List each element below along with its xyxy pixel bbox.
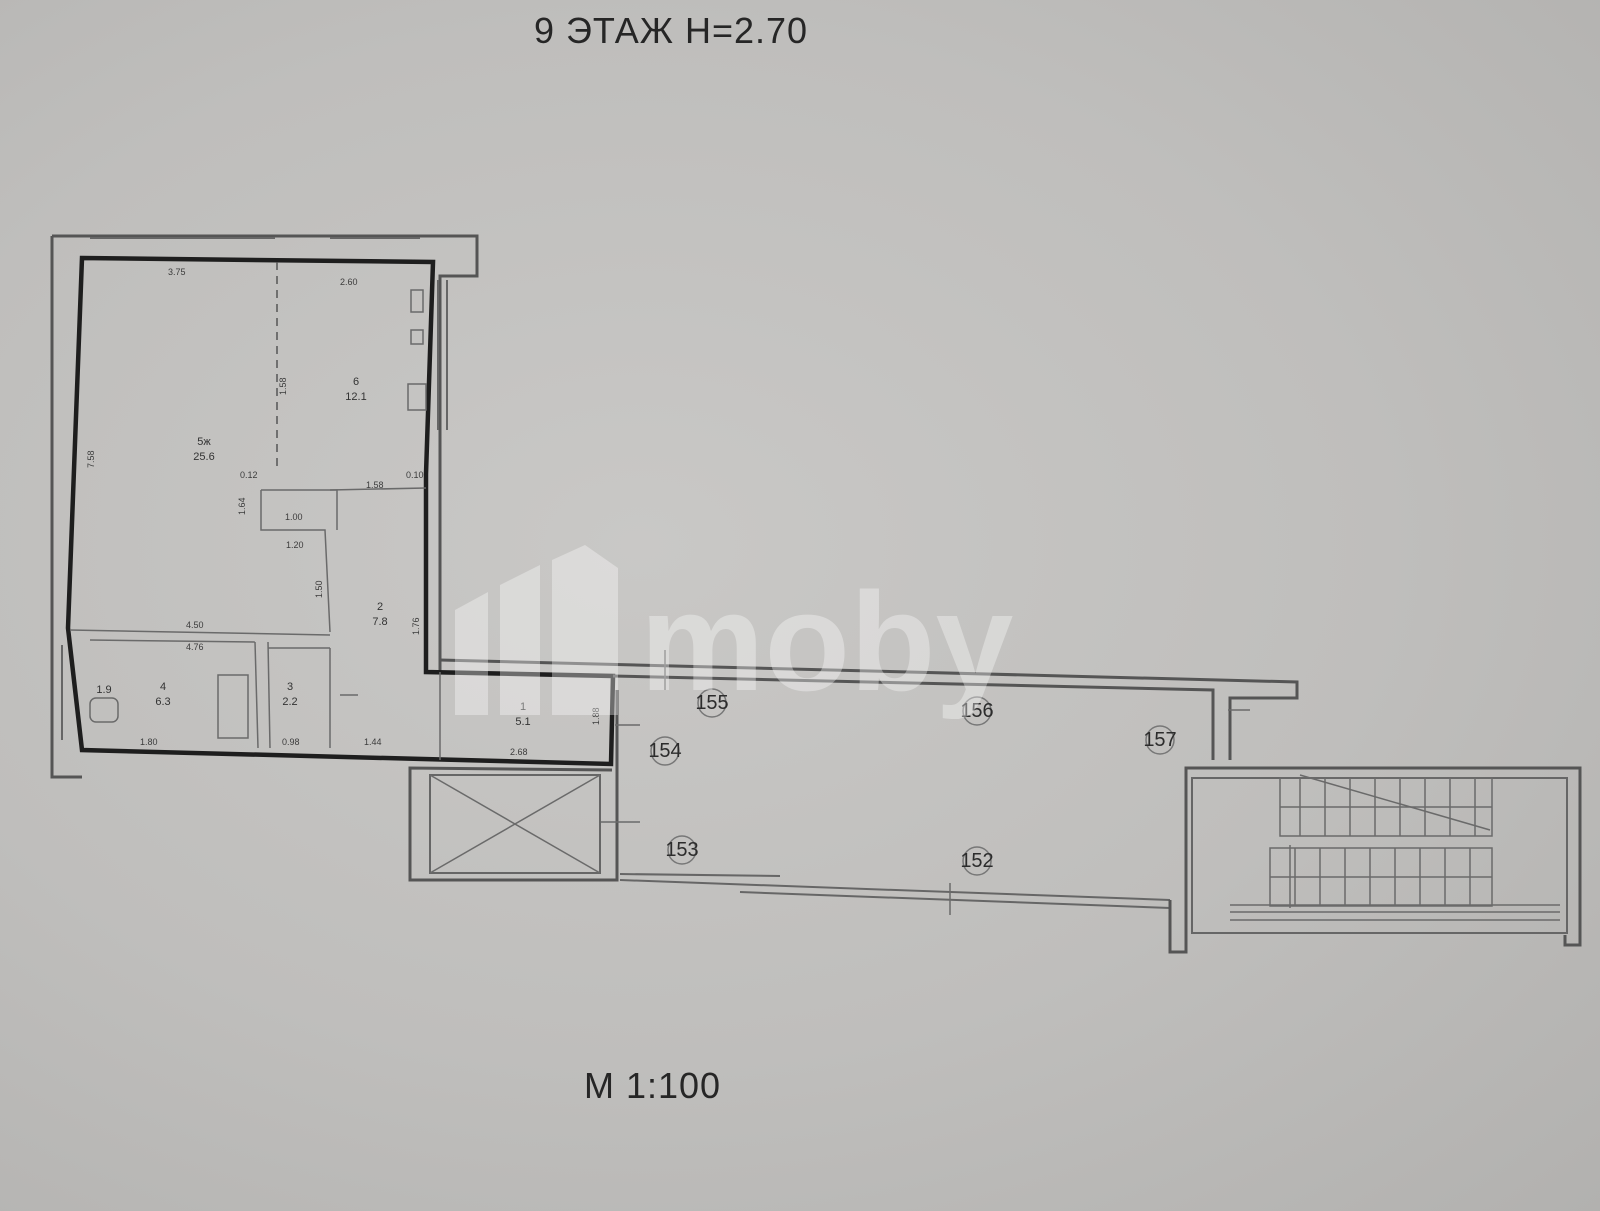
cell-marker bbox=[650, 736, 680, 766]
room-number: 1 bbox=[520, 701, 526, 713]
room-area: 12.1 bbox=[345, 391, 366, 403]
dimension-label: 1.50 bbox=[314, 580, 324, 598]
dimension-label: 1.80 bbox=[140, 737, 158, 747]
cell-number: 156 bbox=[960, 700, 993, 722]
dimension-label: 1.76 bbox=[411, 617, 421, 635]
room-number: 3 bbox=[287, 681, 293, 693]
cell-number: 154 bbox=[648, 740, 681, 762]
cell-marker bbox=[697, 688, 727, 718]
cell-markers: 155 156 157 154 153 152 bbox=[648, 688, 1177, 876]
room-area: 2.2 bbox=[282, 696, 297, 708]
cell-marker bbox=[962, 846, 992, 876]
cell-number: 152 bbox=[960, 850, 993, 872]
dimension-label: 1.58 bbox=[278, 377, 288, 395]
dimension-label: 3.75 bbox=[168, 267, 186, 277]
floor-title: 9 ЭТАЖ Н=2.70 bbox=[534, 10, 808, 51]
room-area: 25.6 bbox=[193, 451, 214, 463]
dimension-label: 2.60 bbox=[340, 277, 358, 287]
moby-watermark: moby bbox=[455, 545, 1014, 720]
cell-number: 155 bbox=[695, 692, 728, 714]
room-number: 5ж bbox=[197, 436, 211, 448]
building-walls bbox=[50, 234, 479, 779]
dimension-label: 1.44 bbox=[364, 737, 382, 747]
dimension-label: 7.58 bbox=[86, 450, 96, 468]
room-labels: 5ж 25.6 6 12.1 2 7.8 4 6.3 3 2.2 1 5.1 1… bbox=[96, 376, 530, 728]
cell-number: 153 bbox=[665, 839, 698, 861]
dimension-label: 1.58 bbox=[366, 480, 384, 490]
room-area: 7.8 bbox=[372, 616, 387, 628]
room-area: 5.1 bbox=[515, 716, 530, 728]
dimension-label: 1.64 bbox=[237, 497, 247, 515]
room-number: 6 bbox=[353, 376, 359, 388]
dimension-label: 1.00 bbox=[285, 512, 303, 522]
drawing-scale: М 1:100 bbox=[584, 1065, 721, 1106]
room-number: 4 bbox=[160, 681, 166, 693]
dimension-label: 0.98 bbox=[282, 737, 300, 747]
dimension-label: 0.10 bbox=[406, 470, 424, 480]
room-number: 2 bbox=[377, 601, 383, 613]
dimension-label: 4.50 bbox=[186, 620, 204, 630]
cell-marker bbox=[667, 835, 697, 865]
watermark-text: moby bbox=[640, 563, 1014, 720]
room-area: 6.3 bbox=[155, 696, 170, 708]
interior-partitions bbox=[69, 262, 441, 760]
room-area: 1.9 bbox=[96, 684, 111, 696]
cell-marker bbox=[962, 696, 992, 726]
dimension-label: 0.12 bbox=[240, 470, 258, 480]
dimension-label: 1.20 bbox=[286, 540, 304, 550]
dimension-labels: 3.75 2.60 1.58 7.58 0.12 0.10 1.00 1.20 … bbox=[86, 267, 601, 757]
elevator-shaft bbox=[429, 774, 601, 874]
common-area-walls bbox=[408, 650, 1299, 915]
dimension-label: 1.88 bbox=[591, 707, 601, 725]
cell-number: 157 bbox=[1143, 729, 1176, 751]
cell-marker bbox=[1145, 725, 1175, 755]
dimension-label: 2.68 bbox=[510, 747, 528, 757]
moby-logo-icon bbox=[455, 545, 618, 715]
dimension-label: 4.76 bbox=[186, 642, 204, 652]
stair-core bbox=[1168, 766, 1582, 954]
